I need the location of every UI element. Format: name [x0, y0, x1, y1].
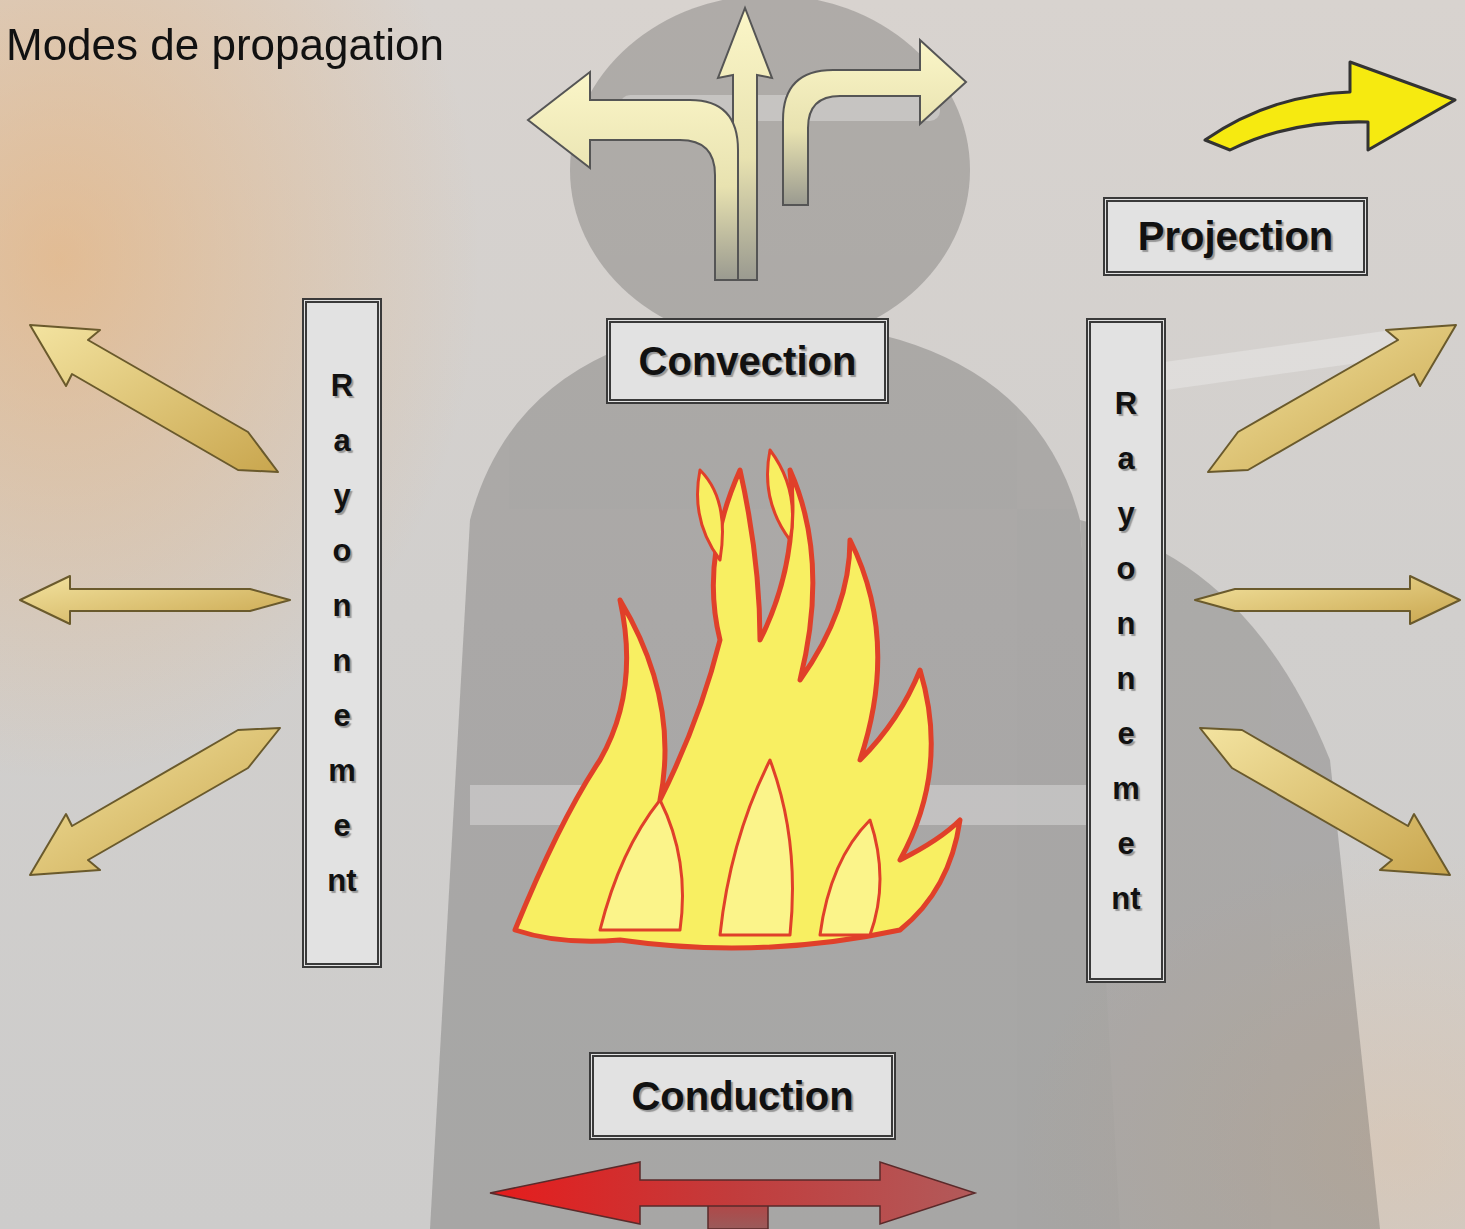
mode-label: Convection	[639, 339, 857, 384]
convection-arrows	[528, 8, 966, 280]
mode-box: Convection	[606, 318, 889, 404]
mode-box: Rayonnement	[302, 298, 382, 968]
flame	[515, 450, 960, 948]
mode-label: Conduction	[631, 1074, 853, 1119]
projection-arrow	[1205, 62, 1455, 150]
background-silhouette	[430, 0, 1380, 1229]
mode-box: Projection	[1103, 197, 1368, 276]
mode-label: Projection	[1138, 214, 1334, 259]
mode-label: Rayonnement	[1111, 376, 1142, 926]
mode-box: Rayonnement	[1086, 318, 1166, 983]
mode-label: Rayonnement	[327, 358, 358, 908]
conduction-arrows	[490, 1162, 975, 1229]
title: Modes de propagation	[6, 20, 444, 70]
mode-box: Conduction	[589, 1052, 896, 1140]
reflective-bands	[470, 95, 1420, 825]
